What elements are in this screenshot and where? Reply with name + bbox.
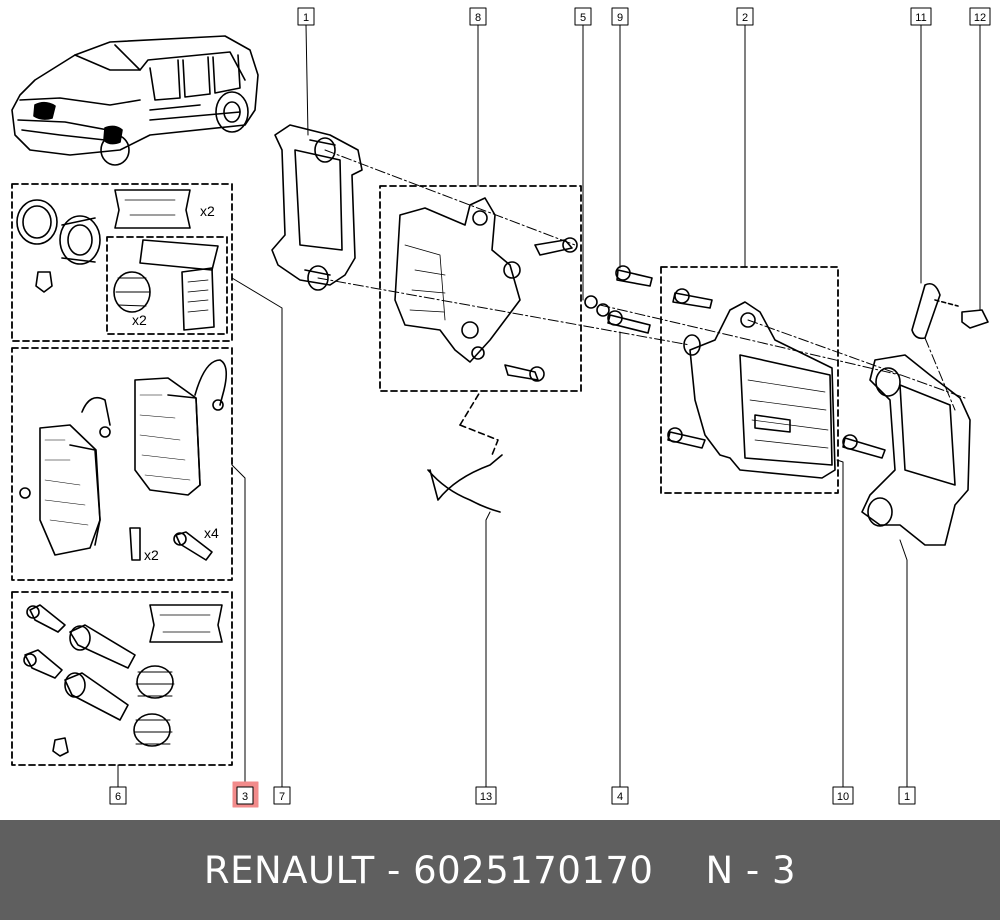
callout-5: 5 [580, 12, 586, 24]
caliper-body-8 [394, 197, 578, 382]
caliper-body-2 [683, 301, 836, 479]
brake-pad-set [19, 359, 228, 561]
callout-1-bottom: 1 [904, 791, 910, 803]
quantity-labels: x2 x2 x2 x4 [132, 203, 219, 563]
callout-labels: 1 8 5 9 2 11 12 6 3 7 13 4 10 1 [115, 12, 986, 803]
alignment-lines [317, 149, 966, 411]
callout-11: 11 [915, 12, 926, 24]
callout-7: 7 [279, 791, 285, 803]
qty-seal-kit: x2 [200, 203, 215, 219]
brand-part-number: RENAULT - 6025170170 [203, 848, 654, 892]
part-info-footer: RENAULT - 6025170170 N - 3 [0, 820, 1000, 920]
position-code: N - 3 [705, 848, 797, 892]
qty-pins: x2 [144, 547, 159, 563]
bolts-middle [584, 265, 886, 459]
leader-lines [117, 24, 981, 789]
callout-9: 9 [617, 12, 623, 24]
callout-13: 13 [480, 791, 492, 803]
seal-kit-parts [16, 189, 219, 331]
exploded-parts-diagram: 1 8 5 9 2 11 12 6 3 7 13 4 10 1 x2 x2 x2… [11, 7, 991, 808]
kit-boxes [11, 183, 839, 766]
caliper-carrier-right [861, 354, 971, 546]
callout-1-top: 1 [303, 12, 309, 24]
caliper-carrier-left [271, 124, 363, 291]
wear-sensor-wire [427, 391, 503, 513]
callout-10: 10 [837, 791, 849, 803]
callout-3: 3 [242, 791, 248, 803]
guide-pin-kit [23, 604, 223, 757]
callout-boxes [109, 7, 991, 808]
qty-boots: x2 [132, 312, 147, 328]
callout-2: 2 [742, 12, 748, 24]
vehicle-illustration [11, 35, 259, 166]
callout-8: 8 [475, 12, 481, 24]
small-parts-11-12 [911, 282, 989, 340]
callout-6: 6 [115, 791, 121, 803]
callout-4: 4 [617, 791, 623, 803]
callout-12: 12 [974, 12, 986, 24]
qty-bolts: x4 [204, 525, 219, 541]
